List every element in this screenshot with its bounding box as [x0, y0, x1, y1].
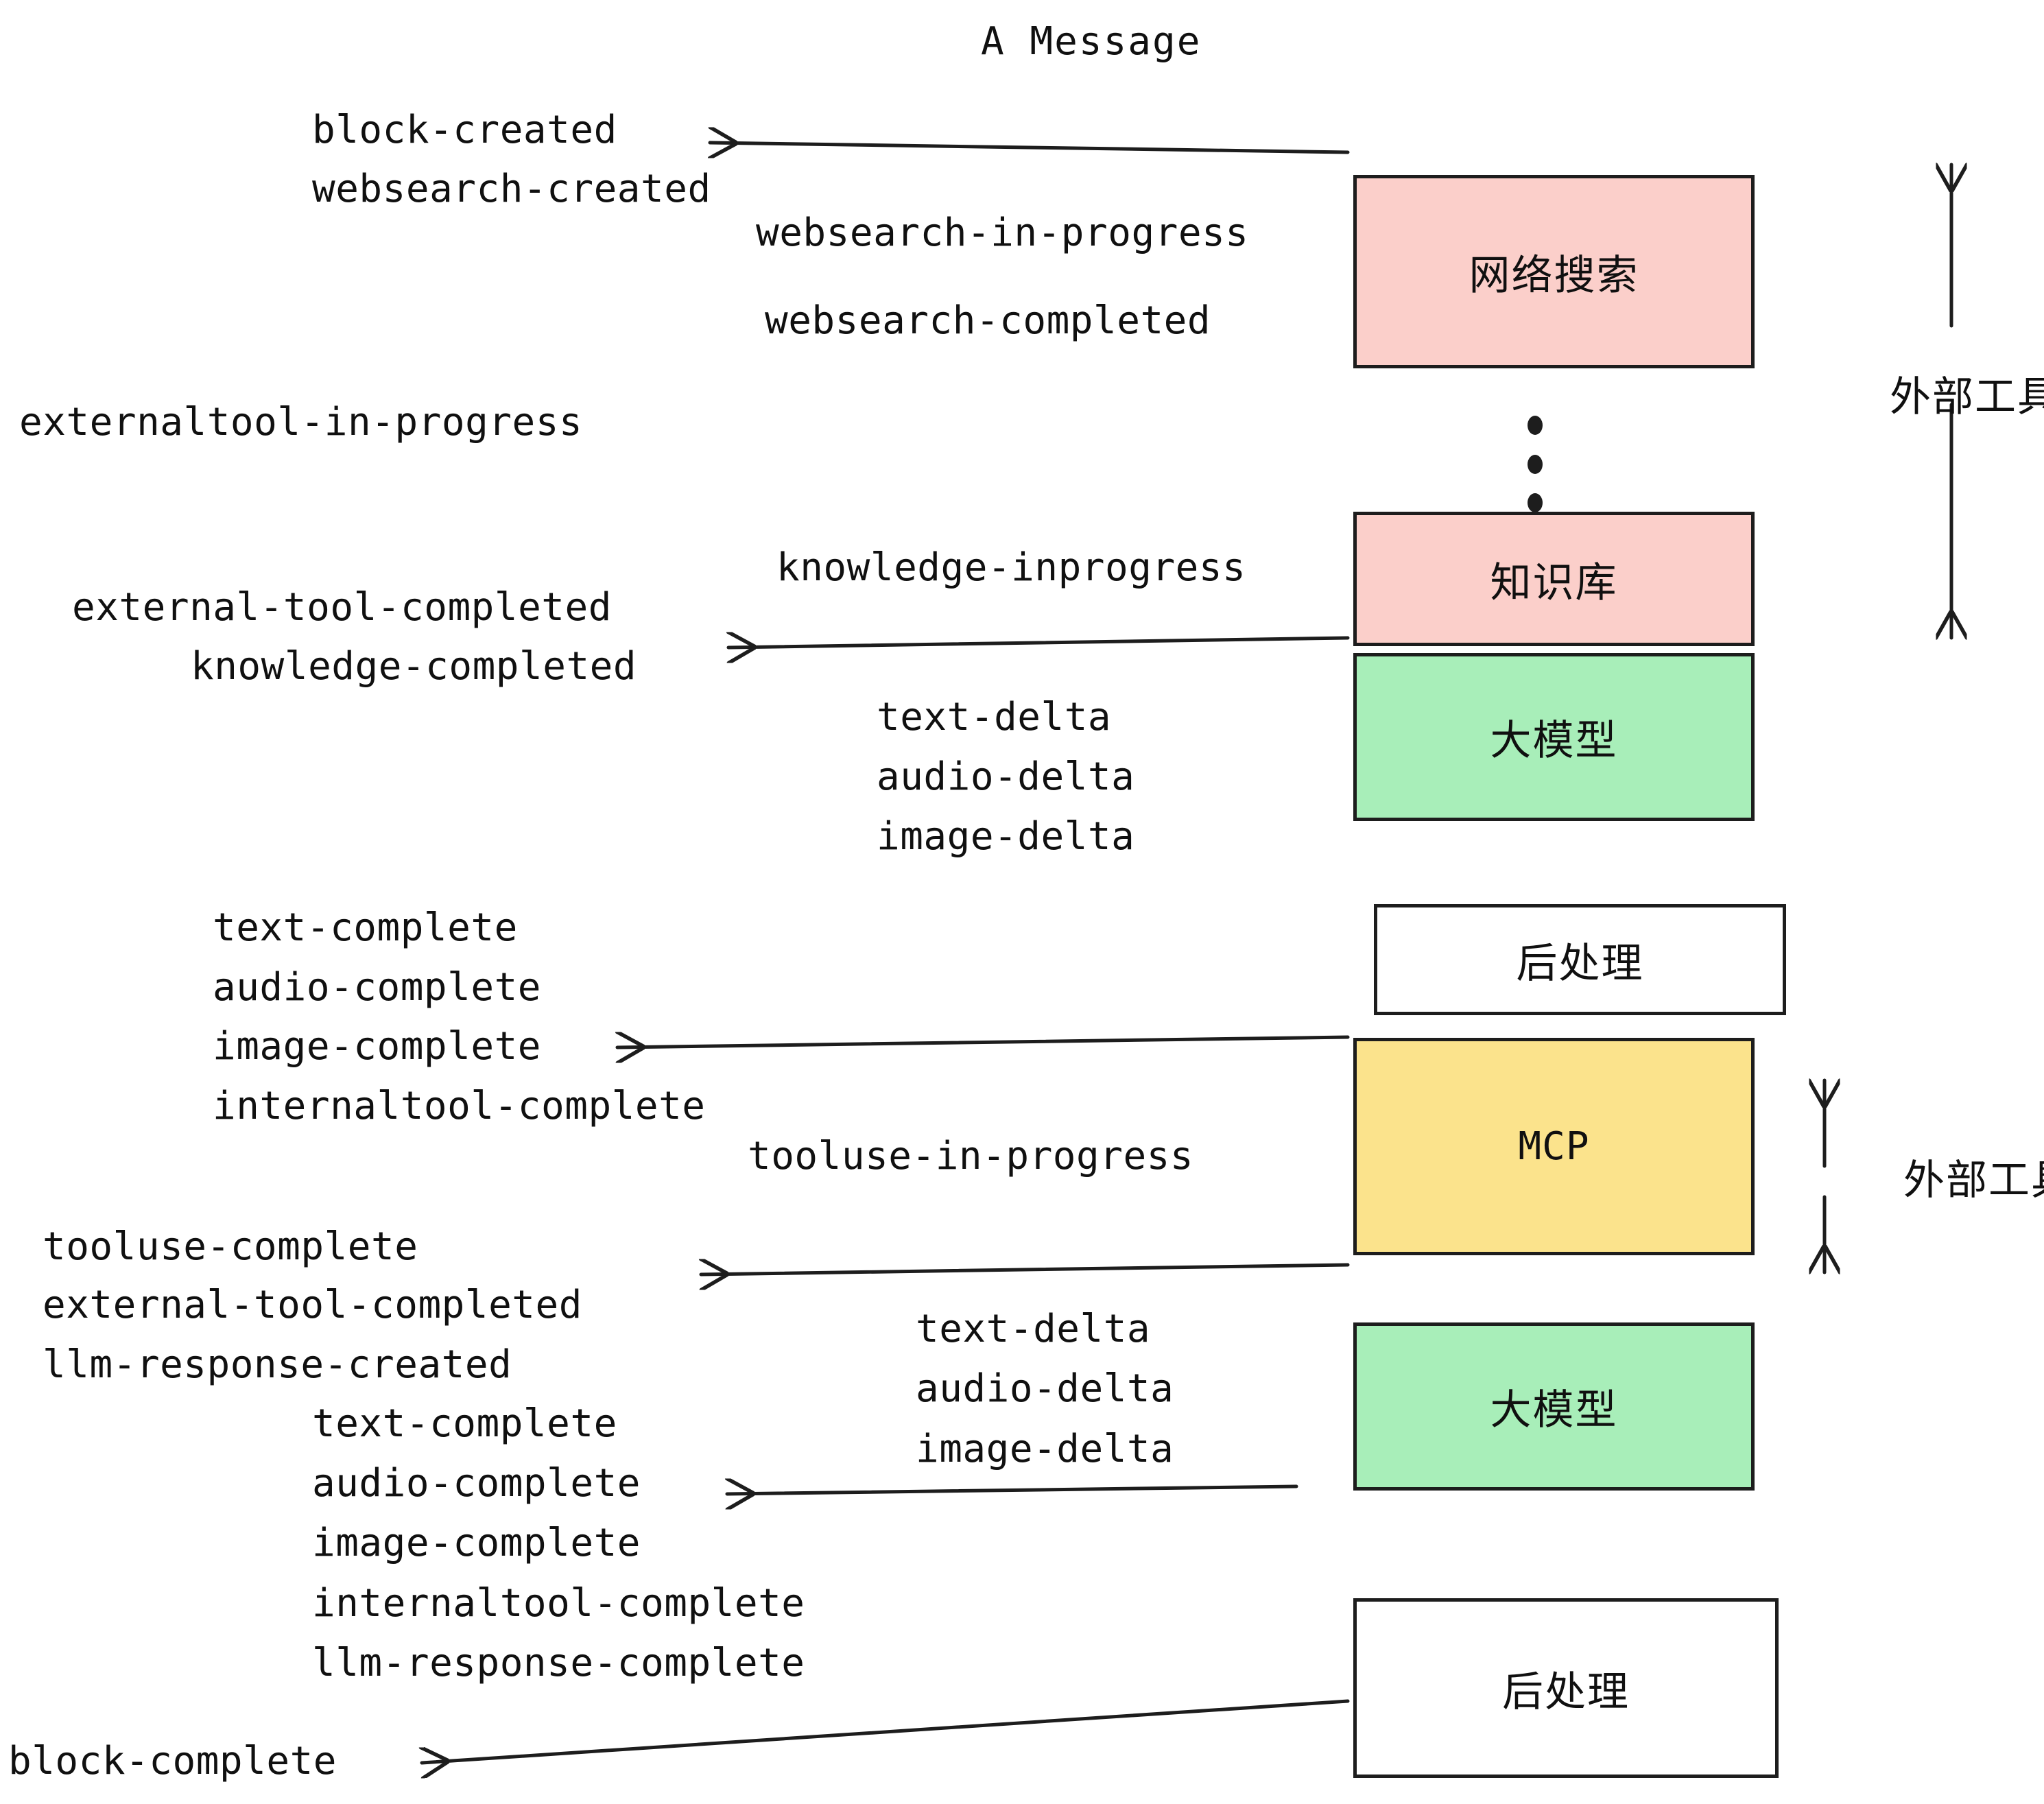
event-label-text-complete-2: text-complete	[312, 1401, 617, 1446]
arrow-image-complete	[617, 1037, 1350, 1047]
node-label: 后处理	[1502, 1667, 1630, 1716]
event-label-audio-delta-2: audio-delta	[916, 1366, 1174, 1411]
node-label: 大模型	[1490, 717, 1618, 765]
event-label-internaltool-complete-2: internaltool-complete	[312, 1581, 805, 1626]
node-box-llm-2: 大模型	[1353, 1322, 1755, 1491]
event-label-text-complete-1: text-complete	[213, 905, 518, 950]
group-arrow-group	[1825, 165, 1951, 1272]
ellipsis-dot-2	[1528, 455, 1543, 474]
page-title: A Message	[981, 19, 1202, 64]
group-label-external-tool-bottom: 外部工具	[1903, 1156, 2044, 1204]
event-label-llm-response-complete: llm-response-complete	[312, 1641, 805, 1685]
event-label-externaltool-in-progress: externaltool-in-progress	[19, 400, 583, 444]
ellipsis-dot-3	[1528, 493, 1543, 512]
node-box-knowledge: 知识库	[1353, 512, 1755, 646]
event-label-knowledge-completed: knowledge-completed	[191, 644, 637, 689]
event-label-internaltool-complete-1: internaltool-complete	[213, 1084, 706, 1128]
arrow-knowledge-completed	[728, 638, 1350, 648]
event-label-image-delta-1: image-delta	[877, 814, 1135, 859]
event-label-text-delta-1: text-delta	[877, 695, 1112, 739]
flow-arrow-group	[422, 143, 1350, 1763]
arrow-tooluse-complete	[701, 1265, 1350, 1274]
node-label: MCP	[1518, 1124, 1590, 1169]
event-label-image-delta-2: image-delta	[916, 1427, 1174, 1471]
ellipsis-dots	[1528, 416, 1543, 512]
node-box-postproc-1: 后处理	[1374, 904, 1786, 1015]
event-label-external-tool-completed-1: external-tool-completed	[72, 585, 612, 630]
event-label-external-tool-completed-2: external-tool-completed	[43, 1283, 582, 1327]
event-label-knowledge-inprogress: knowledge-inprogress	[776, 545, 1246, 590]
event-label-tooluse-in-progress: tooluse-in-progress	[748, 1134, 1194, 1178]
node-box-websearch: 网络搜索	[1353, 175, 1755, 368]
event-label-websearch-in-progress: websearch-in-progress	[756, 211, 1249, 255]
event-label-text-delta-2: text-delta	[916, 1307, 1151, 1351]
event-label-block-complete: block-complete	[8, 1739, 337, 1783]
node-label: 后处理	[1516, 939, 1644, 988]
node-box-postproc-2: 后处理	[1353, 1598, 1779, 1778]
event-label-websearch-completed: websearch-completed	[765, 298, 1211, 343]
event-label-websearch-created: websearch-created	[312, 167, 711, 211]
event-label-audio-complete-2: audio-complete	[312, 1461, 641, 1506]
node-label: 大模型	[1490, 1386, 1618, 1434]
arrow-block-created	[710, 143, 1350, 152]
group-label-external-tool-top: 外部工具	[1890, 373, 2044, 421]
event-label-image-complete-1: image-complete	[213, 1024, 542, 1069]
node-box-llm-1: 大模型	[1353, 653, 1755, 821]
node-label: 知识库	[1490, 558, 1618, 607]
node-label: 网络搜索	[1469, 251, 1639, 300]
event-label-tooluse-complete: tooluse-complete	[43, 1224, 418, 1269]
arrow-audio-complete	[727, 1486, 1298, 1494]
node-box-mcp: MCP	[1353, 1038, 1755, 1255]
event-label-audio-complete-1: audio-complete	[213, 965, 542, 1010]
ellipsis-dot-1	[1528, 416, 1543, 435]
event-label-audio-delta-1: audio-delta	[877, 755, 1135, 799]
event-label-block-created: block-created	[312, 108, 617, 152]
event-label-image-complete-2: image-complete	[312, 1521, 641, 1565]
event-label-llm-response-created: llm-response-created	[43, 1342, 512, 1387]
arrow-block-complete	[422, 1699, 1350, 1763]
